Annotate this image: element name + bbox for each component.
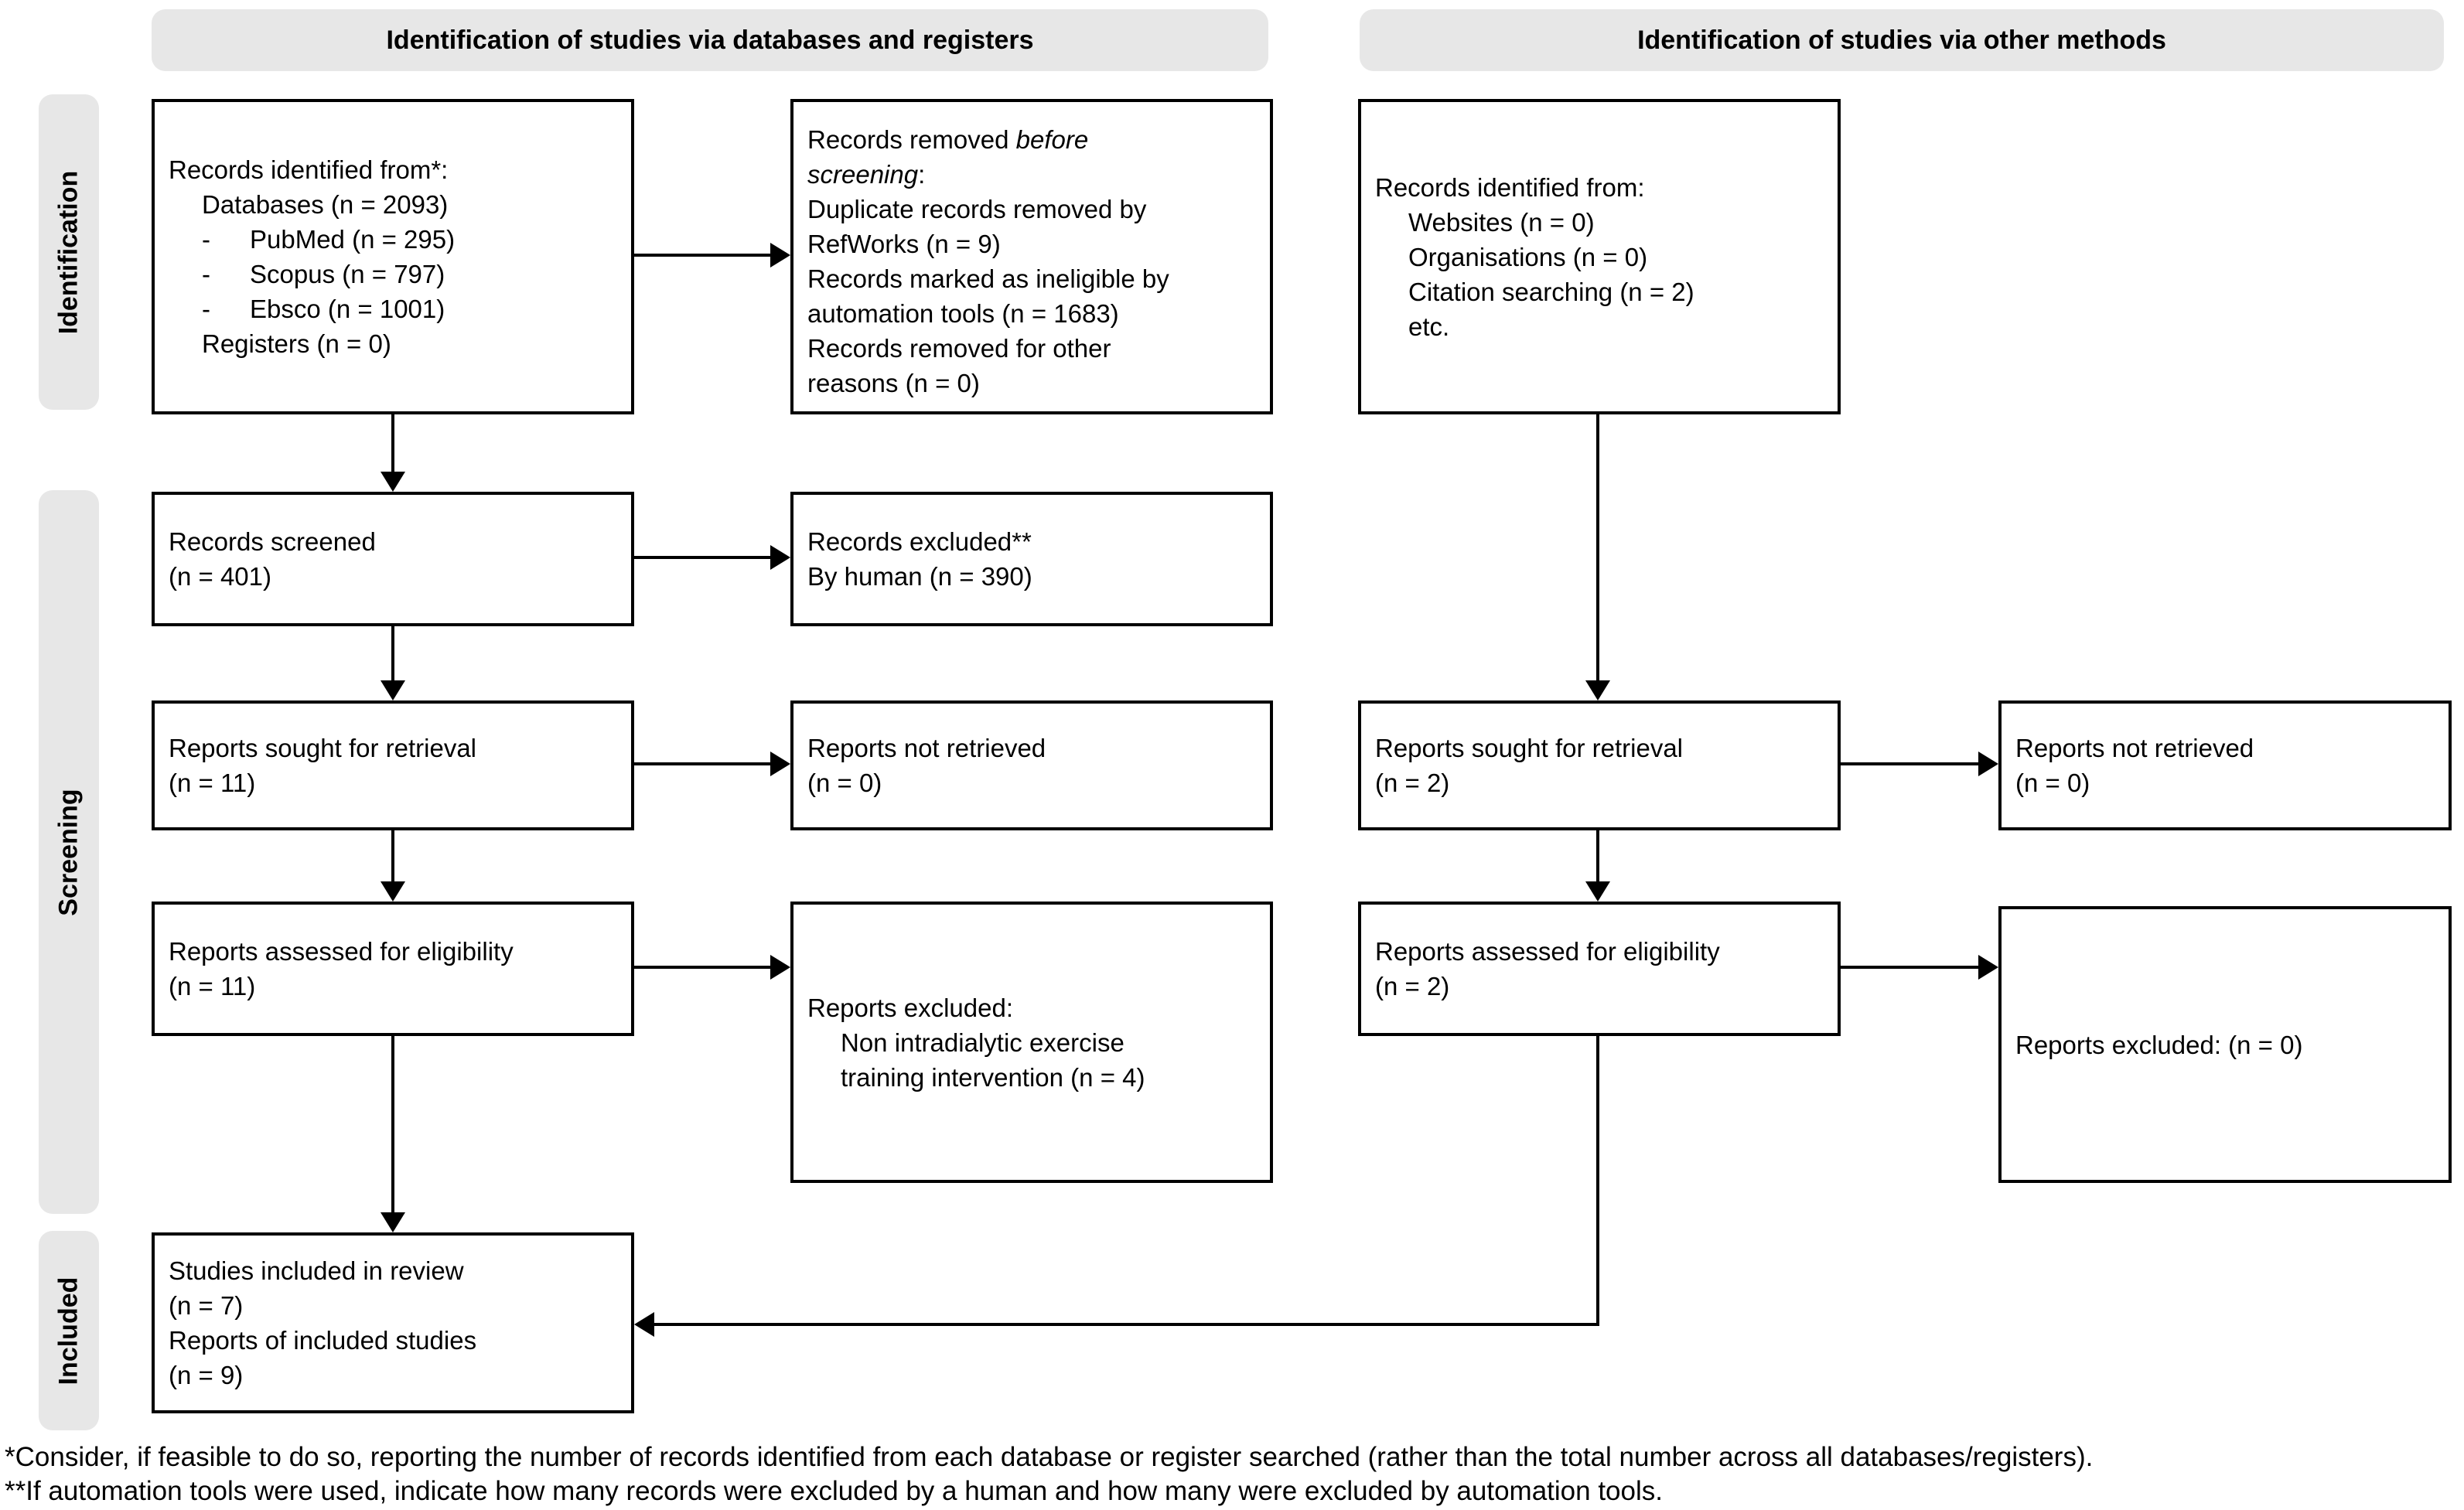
box-records-identified-databases: Records identified from*: Databases (n = … — [152, 99, 634, 414]
arrow-line-assessed-other-to-excluded — [1841, 966, 1980, 969]
dash-bullet: - — [202, 295, 210, 323]
arrow-line-assessed-to-excluded — [634, 966, 772, 969]
arrow-line-assessed-other-down — [1596, 1036, 1599, 1326]
arrowhead-screened-to-excluded — [770, 545, 790, 570]
box-reports-sought-other: Reports sought for retrieval (n = 2) — [1358, 700, 1841, 830]
text-line: RefWorks (n = 9) — [807, 230, 1001, 258]
text-line: (n = 7) — [169, 1291, 244, 1320]
arrowhead-assessed-to-excluded — [770, 955, 790, 980]
arrow-line-sought-other-to-not-retrieved — [1841, 762, 1980, 765]
text-line: Records marked as ineligible by — [807, 264, 1169, 293]
sidebar-phase-included-label: Included — [53, 1277, 84, 1385]
arrowhead-identified-to-screened — [381, 472, 405, 492]
box-records-screened: Records screened (n = 401) — [152, 492, 634, 626]
sidebar-phase-identification: Identification — [39, 94, 99, 410]
text-line: Duplicate records removed by — [807, 195, 1147, 223]
text-line: Records removed before — [807, 125, 1089, 154]
text-line: Reports not retrieved — [807, 734, 1046, 762]
box-records-identified-other: Records identified from: Websites (n = 0)… — [1358, 99, 1841, 414]
text-line: Records excluded** — [807, 527, 1032, 556]
arrow-line-sought-other-to-assessed — [1596, 830, 1599, 885]
arrowhead-other-to-included — [634, 1312, 654, 1337]
text-line: reasons (n = 0) — [807, 369, 980, 397]
text-line: (n = 9) — [169, 1361, 244, 1389]
text-line: etc. — [1408, 312, 1450, 341]
box-reports-not-retrieved-databases: Reports not retrieved (n = 0) — [790, 700, 1273, 830]
text-line: Registers (n = 0) — [202, 329, 391, 358]
text-line: screening: — [807, 160, 926, 189]
sidebar-phase-screening: Screening — [39, 490, 99, 1214]
text-line: Reports sought for retrieval — [169, 734, 477, 762]
text-line: Reports of included studies — [169, 1326, 477, 1355]
arrow-line-screened-to-excluded — [634, 556, 772, 559]
box-records-removed-before-screening: Records removed before screening: Duplicat… — [790, 99, 1273, 414]
header-other-methods: Identification of studies via other meth… — [1360, 9, 2444, 71]
arrowhead-assessed-other-to-excluded — [1978, 955, 1998, 980]
text-line: Reports not retrieved — [2015, 734, 2254, 762]
box-reports-assessed-other: Reports assessed for eligibility (n = 2) — [1358, 902, 1841, 1036]
text-line: Reports excluded: — [807, 993, 1013, 1022]
arrow-line-screened-to-sought — [391, 626, 394, 683]
text-line: Records screened — [169, 527, 376, 556]
text-line: Citation searching (n = 2) — [1408, 277, 1694, 306]
text-line: Studies included in review — [169, 1256, 464, 1285]
box-reports-excluded-other: Reports excluded: (n = 0) — [1998, 906, 2452, 1183]
arrow-line-assessed-to-included — [391, 1036, 394, 1215]
dash-bullet: - — [202, 225, 210, 254]
text-line: (n = 0) — [807, 769, 882, 797]
arrowhead-sought-to-not-retrieved — [770, 752, 790, 776]
text-line: (n = 11) — [169, 972, 256, 1000]
text-line: Reports excluded: (n = 0) — [2015, 1030, 2303, 1059]
box-reports-assessed-databases: Reports assessed for eligibility (n = 11) — [152, 902, 634, 1036]
text-line: automation tools (n = 1683) — [807, 299, 1119, 328]
footnote-automation: **If automation tools were used, indicat… — [5, 1476, 1663, 1506]
arrow-line-sought-to-not-retrieved — [634, 762, 772, 765]
text-line: Reports sought for retrieval — [1375, 734, 1684, 762]
sidebar-phase-identification-label: Identification — [53, 170, 84, 334]
box-records-excluded: Records excluded** By human (n = 390) — [790, 492, 1273, 626]
box-reports-sought-databases: Reports sought for retrieval (n = 11) — [152, 700, 634, 830]
text-line: Websites (n = 0) — [1408, 207, 1595, 237]
text-line: Non intradialytic exercise — [841, 1028, 1124, 1057]
arrowhead-assessed-to-included — [381, 1212, 405, 1232]
text-line: Records identified from*: — [169, 155, 449, 184]
arrow-line-sought-to-assessed — [391, 830, 394, 885]
text-line: Reports assessed for eligibility — [1375, 937, 1720, 966]
text-line: (n = 2) — [1375, 769, 1450, 797]
text-line: (n = 2) — [1375, 972, 1450, 1000]
text-line: By human (n = 390) — [807, 562, 1032, 591]
arrow-line-identified-other-to-sought — [1596, 414, 1599, 683]
arrowhead-sought-other-to-not-retrieved — [1978, 752, 1998, 776]
arrowhead-sought-other-to-assessed — [1585, 881, 1610, 902]
arrowhead-sought-to-assessed — [381, 881, 405, 902]
text-line: Organisations (n = 0) — [1408, 242, 1648, 271]
text-line: -Ebsco (n = 1001) — [169, 291, 617, 326]
sidebar-phase-included: Included — [39, 1231, 99, 1430]
text-line: Databases (n = 2093) — [202, 190, 449, 219]
text-line: training intervention (n = 4) — [841, 1062, 1145, 1092]
arrow-line-other-to-included — [654, 1323, 1599, 1326]
text-line: -Scopus (n = 797) — [169, 257, 617, 291]
text-line: (n = 0) — [2015, 769, 2090, 797]
sidebar-phase-screening-label: Screening — [53, 788, 84, 916]
text-line: Reports assessed for eligibility — [169, 937, 514, 966]
arrowhead-identified-other-to-sought — [1585, 680, 1610, 700]
arrowhead-screened-to-sought — [381, 680, 405, 700]
header-databases-registers-label: Identification of studies via databases … — [386, 25, 1034, 55]
text-line: Records removed for other — [807, 334, 1111, 363]
text-line: (n = 401) — [169, 562, 271, 591]
box-reports-excluded-databases: Reports excluded: Non intradialytic exerc… — [790, 902, 1273, 1183]
arrow-line-identified-to-screened — [391, 414, 394, 475]
footnote-databases: *Consider, if feasible to do so, reporti… — [5, 1442, 2094, 1472]
dash-bullet: - — [202, 260, 210, 288]
box-studies-included: Studies included in review (n = 7) Reports… — [152, 1232, 634, 1413]
box-reports-not-retrieved-other: Reports not retrieved (n = 0) — [1998, 700, 2452, 830]
header-other-methods-label: Identification of studies via other meth… — [1637, 25, 2166, 55]
text-line: (n = 11) — [169, 769, 256, 797]
header-databases-registers: Identification of studies via databases … — [152, 9, 1268, 71]
text-line: -PubMed (n = 295) — [169, 222, 617, 257]
arrow-line-identified-to-removed — [634, 254, 772, 257]
arrowhead-identified-to-removed — [770, 243, 790, 268]
text-line: Records identified from: — [1375, 172, 1645, 202]
